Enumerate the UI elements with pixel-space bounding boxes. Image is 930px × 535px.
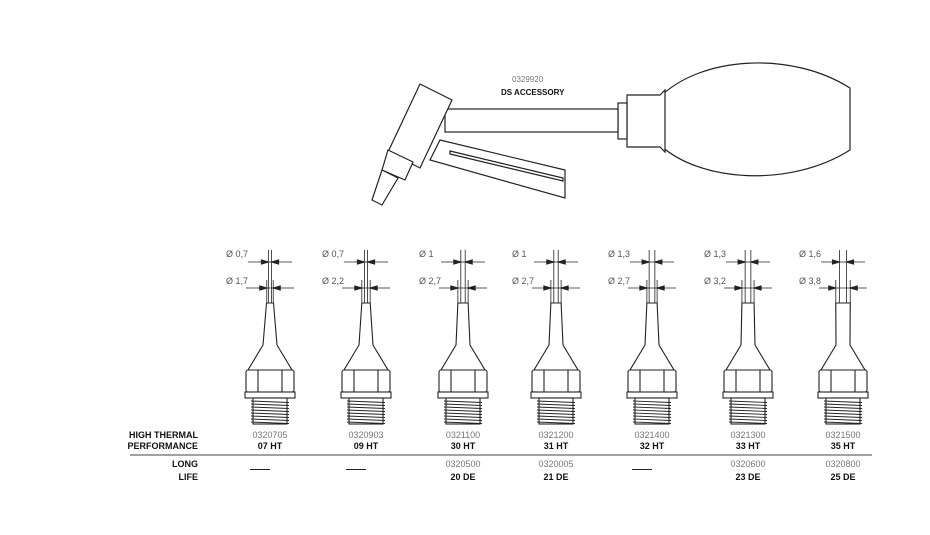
nozzle-nut xyxy=(381,149,414,181)
ht-part-code: 0321200 xyxy=(538,430,574,440)
arrow-icon xyxy=(365,259,376,265)
accessory-name: DS ACCESSORY xyxy=(501,88,565,97)
ld-part-code: 0320800 xyxy=(825,459,861,469)
bulb-collar xyxy=(617,102,628,140)
row-label-high-thermal: HIGH THERMAL xyxy=(129,430,198,440)
arrow-icon xyxy=(368,285,378,291)
inner-diameter-label: Ø 0,7 xyxy=(226,249,249,259)
inner-diameter-label: Ø 1,3 xyxy=(608,249,631,259)
nozzle-0 xyxy=(244,250,296,425)
ld-model: 20 DE xyxy=(450,472,476,482)
slotted-holder xyxy=(429,139,566,199)
arrow-icon xyxy=(354,285,364,291)
ld-part-code: 0320005 xyxy=(538,459,574,469)
arrow-icon xyxy=(259,285,269,291)
accessory-code: 0329920 xyxy=(512,75,544,84)
arrow-icon xyxy=(655,285,665,291)
not-available-dash xyxy=(346,469,366,470)
bulb xyxy=(659,62,851,177)
arrow-icon xyxy=(450,285,460,291)
ht-model: 09 HT xyxy=(353,441,379,451)
arrow-icon xyxy=(453,259,463,265)
arrow-icon xyxy=(559,285,569,291)
outer-diameter-label: Ø 2,2 xyxy=(322,276,345,286)
arrow-icon xyxy=(466,285,476,291)
arrow-icon xyxy=(752,285,762,291)
inner-diameter-label: Ø 1,3 xyxy=(704,249,727,259)
arrow-icon xyxy=(831,259,842,265)
ht-part-code: 0321300 xyxy=(730,430,766,440)
ld-model: 21 DE xyxy=(543,472,569,482)
row-label-life: LIFE xyxy=(178,472,199,482)
ld-model: 25 DE xyxy=(830,472,856,482)
nozzle-5 xyxy=(722,250,774,425)
arrow-icon xyxy=(546,259,556,265)
bulb-neck xyxy=(626,88,666,154)
ht-model: 30 HT xyxy=(450,441,476,451)
nozzle-1 xyxy=(340,250,392,425)
not-available-dash xyxy=(250,469,270,470)
arrow-icon xyxy=(737,259,748,265)
arrow-icon xyxy=(260,259,271,265)
inner-diameter-label: Ø 1 xyxy=(419,249,434,259)
ht-part-code: 0321500 xyxy=(825,430,861,440)
arrow-icon xyxy=(356,259,367,265)
outer-diameter-label: Ø 2,7 xyxy=(512,276,535,286)
inner-diameter-label: Ø 1 xyxy=(512,249,527,259)
outer-diameter-label: Ø 2,7 xyxy=(608,276,631,286)
slot xyxy=(449,150,564,182)
row-label-long: LONG xyxy=(172,459,198,469)
desoldering-accessory-illustration xyxy=(371,62,851,206)
nozzle-2 xyxy=(437,250,489,425)
arrow-icon xyxy=(639,285,649,291)
outer-diameter-label: Ø 2,7 xyxy=(419,276,442,286)
ht-model: 07 HT xyxy=(257,441,283,451)
arrow-icon xyxy=(269,259,280,265)
ld-model: 23 DE xyxy=(735,472,761,482)
outer-diameter-label: Ø 3,2 xyxy=(704,276,727,286)
ht-model: 35 HT xyxy=(830,441,856,451)
row-label-performance: PERFORMANCE xyxy=(127,441,198,451)
ht-part-code: 0321100 xyxy=(445,430,481,440)
ht-model: 32 HT xyxy=(639,441,665,451)
tube xyxy=(444,108,619,133)
arrow-icon xyxy=(748,259,759,265)
arrow-icon xyxy=(844,259,855,265)
ht-model: 31 HT xyxy=(543,441,569,451)
ht-model: 33 HT xyxy=(735,441,761,451)
nozzle-4 xyxy=(626,250,678,425)
ht-part-code: 0320705 xyxy=(252,430,288,440)
outer-diameter-label: Ø 1,7 xyxy=(226,276,249,286)
head xyxy=(387,83,453,169)
arrow-icon xyxy=(463,259,473,265)
nozzle-3 xyxy=(530,250,582,425)
nozzle-tip xyxy=(371,169,399,206)
arrow-icon xyxy=(828,285,838,291)
nozzle-6 xyxy=(817,250,869,425)
inner-diameter-label: Ø 1,6 xyxy=(799,249,822,259)
arrow-icon xyxy=(734,285,744,291)
arrow-icon xyxy=(641,259,652,265)
arrow-icon xyxy=(652,259,663,265)
arrow-icon xyxy=(271,285,281,291)
ht-part-code: 0321400 xyxy=(634,430,670,440)
arrow-icon xyxy=(543,285,553,291)
inner-diameter-label: Ø 0,7 xyxy=(322,249,345,259)
arrow-icon xyxy=(556,259,566,265)
arrow-icon xyxy=(848,285,858,291)
ld-part-code: 0320500 xyxy=(445,459,481,469)
ld-part-code: 0320600 xyxy=(730,459,766,469)
not-available-dash xyxy=(632,469,652,470)
ht-part-code: 0320903 xyxy=(348,430,384,440)
outer-diameter-label: Ø 3,8 xyxy=(799,276,822,286)
